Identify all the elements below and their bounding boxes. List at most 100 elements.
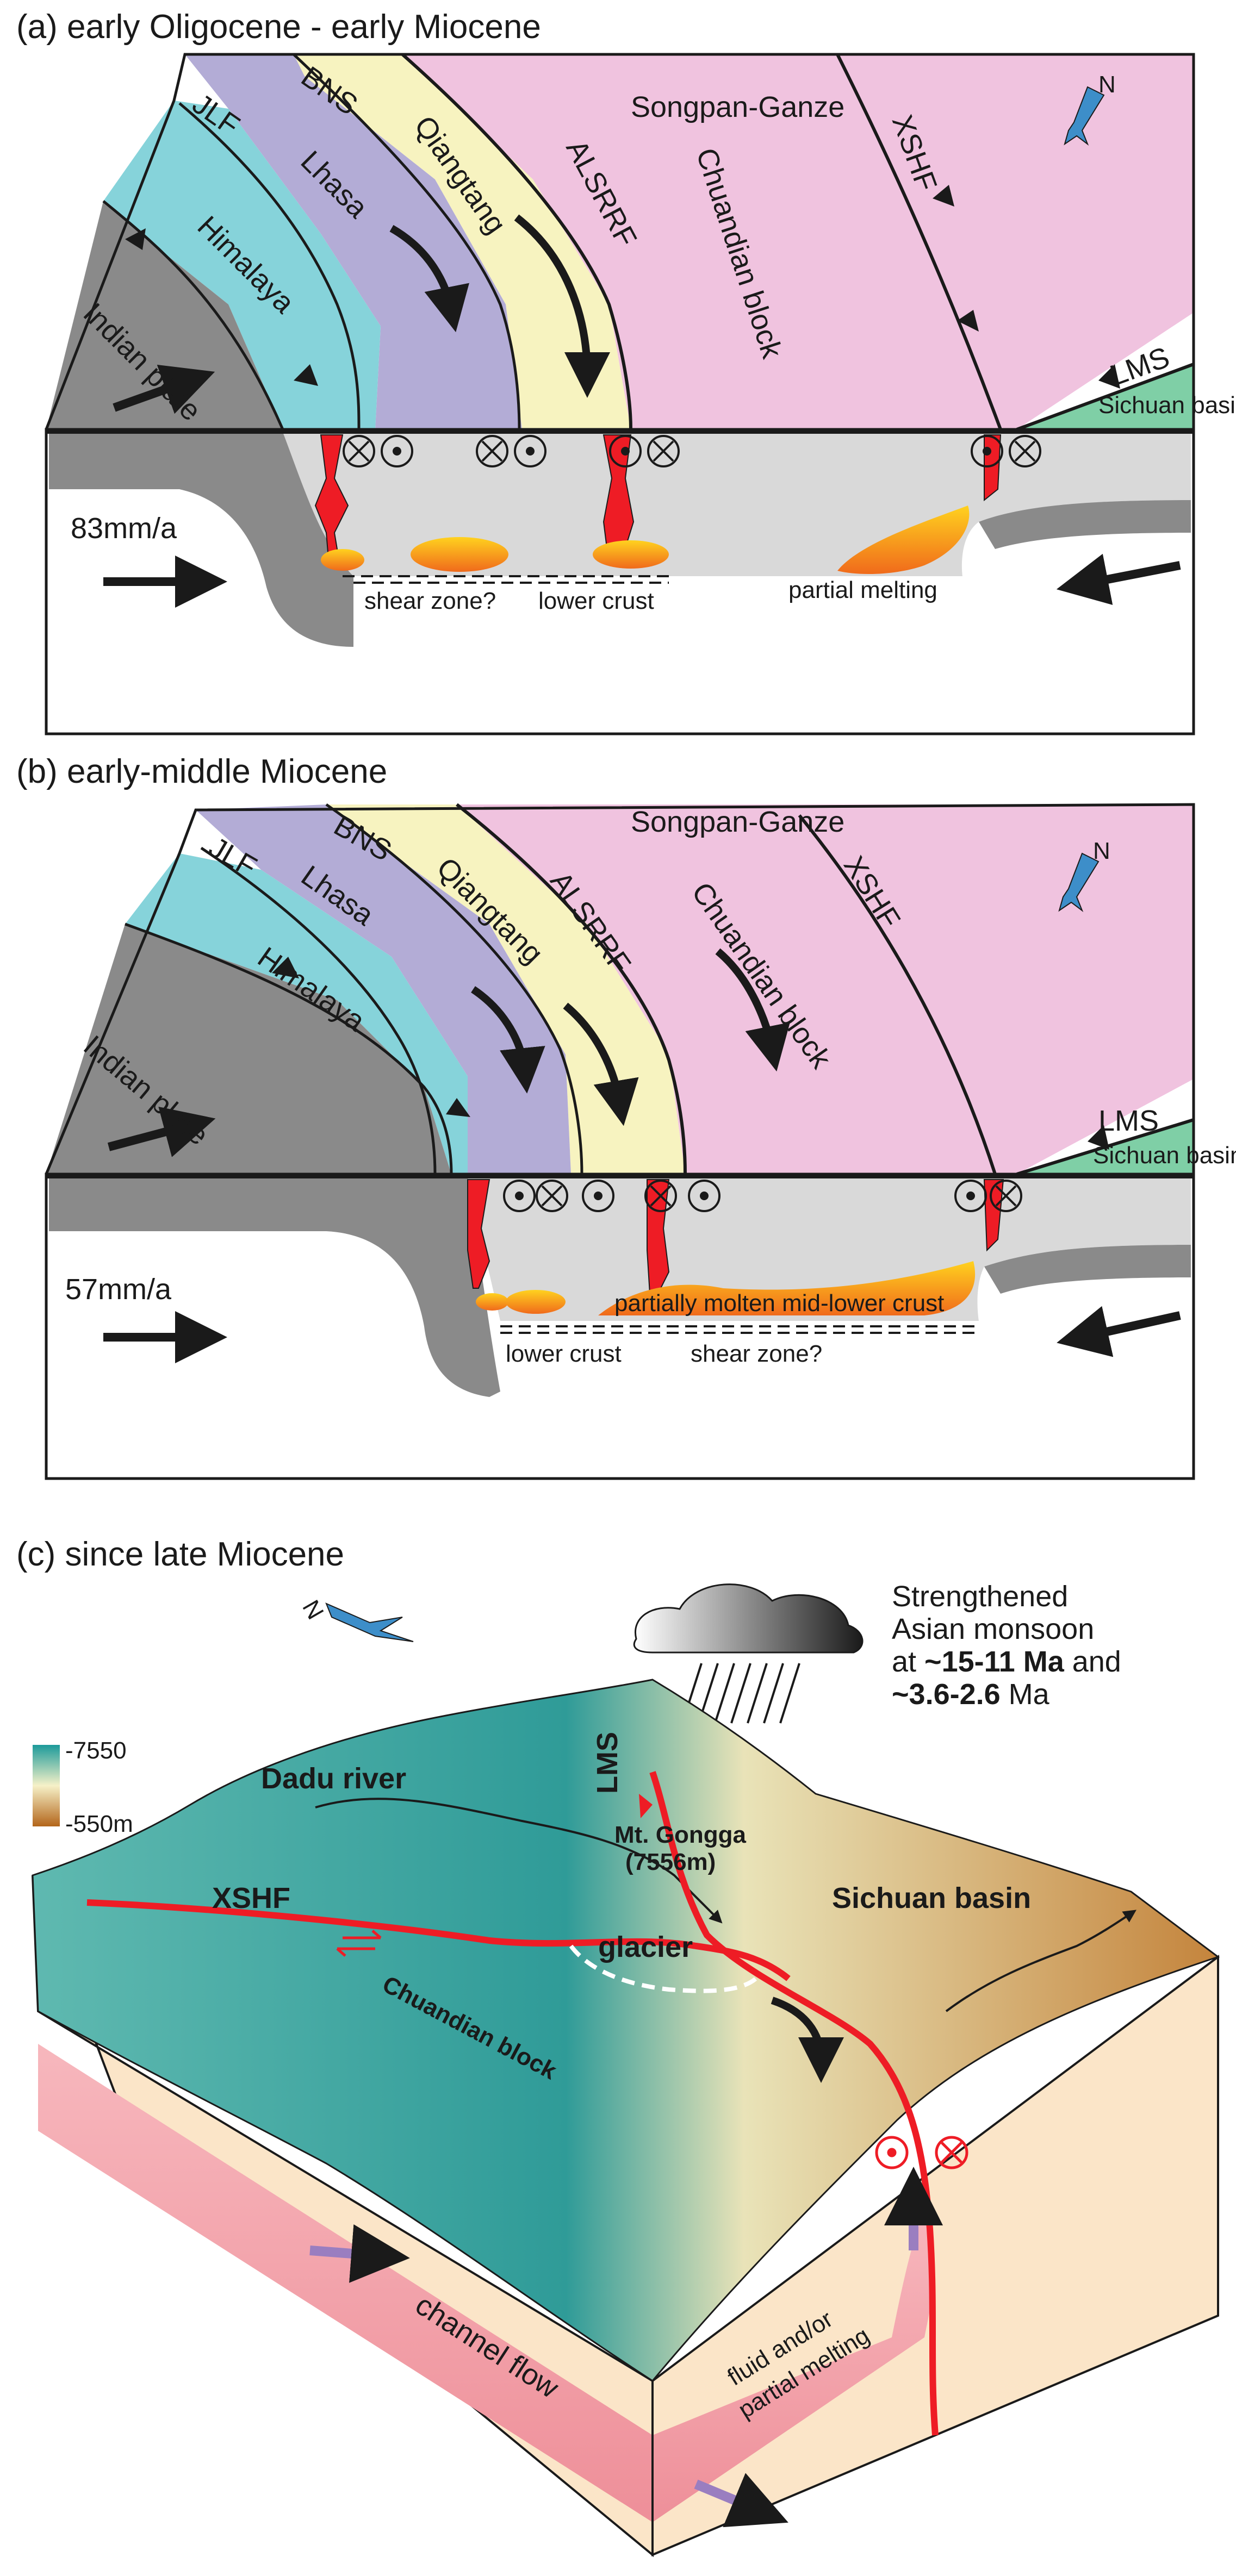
rotation-arrow-b-1: [471, 986, 545, 1094]
molten-label-b: partially molten mid-lower crust: [614, 1290, 944, 1317]
thrust-tooth-b-3: [1088, 1125, 1109, 1150]
channel-flow-arrow: [309, 2224, 410, 2283]
rain-cloud-icon: [633, 1583, 864, 1654]
convergence-arrow-right-a: [1056, 553, 1181, 605]
himalaya-region: [103, 101, 381, 429]
convergence-arrow-right-b: [1057, 1306, 1181, 1357]
dextral-slip-icon: [336, 1930, 382, 1957]
terrain-surface: [32, 1679, 1220, 2382]
legend-low-label: -550m: [65, 1811, 133, 1837]
melt-body-b-3: [598, 1261, 976, 1315]
strike-slip-symbols-b: [503, 1180, 1022, 1212]
panel-a-indian-slab: [49, 432, 353, 647]
north-label-b: N: [1093, 838, 1110, 864]
lms-thrust-tooth: [639, 1794, 653, 1818]
lhasa-region-b: [196, 804, 571, 1174]
melt-body-b-1: [476, 1293, 508, 1311]
songpan-label-b: Songpan-Ganze: [631, 806, 844, 838]
north-arrow-icon-b: [1058, 852, 1100, 912]
elevation-legend-bar: [33, 1745, 60, 1826]
bns-fault-b: [325, 803, 583, 1175]
thrust-tooth-2: [294, 364, 318, 386]
legend-high-label: -7550: [65, 1737, 127, 1764]
channel-flow-layer-left: [38, 2044, 653, 2522]
himalaya-region-b: [125, 853, 468, 1174]
panel-c: (c) since late Miocene N Strengthened As…: [16, 1536, 1220, 2558]
sichuan-label-c: Sichuan basin: [832, 1882, 1031, 1914]
lms-fault: [1016, 363, 1195, 431]
thrust-tooth-1: [125, 228, 146, 250]
monsoon-line-3: at ~15-11 Ma and: [892, 1645, 1121, 1678]
melt-body-a-3: [593, 540, 669, 569]
melt-body-b-2: [506, 1290, 566, 1314]
monsoon-line-4: ~3.6-2.6 Ma: [892, 1678, 1050, 1711]
songpan-ganze-region: [402, 54, 1194, 429]
lower-crust-label-a: lower crust: [538, 588, 654, 614]
shear-zone-label-b: shear zone?: [691, 1340, 822, 1367]
north-label-a: N: [1098, 71, 1116, 98]
rotation-arrow-b-3: [715, 948, 790, 1072]
xshf-fault-b: [798, 814, 997, 1175]
xshf-label-c: XSHF: [212, 1882, 290, 1914]
thrust-tooth-5: [1098, 364, 1120, 389]
river-east: [945, 1910, 1136, 2012]
lower-crust-label-b: lower crust: [506, 1340, 622, 1367]
rotation-arrow-1: [389, 224, 469, 333]
songpan-ganze-region-b: [457, 804, 1194, 1174]
panel-a-title: (a) early Oligocene - early Miocene: [16, 8, 541, 46]
lms-label-b: LMS: [1098, 1105, 1159, 1137]
melt-body-a-2: [411, 537, 508, 572]
thrust-tooth-b-1: [272, 957, 299, 978]
sichuan-label-b: Sichuan basin: [1093, 1142, 1236, 1169]
jlf-fault-b: [200, 846, 437, 1175]
rate-label-b: 57mm/a: [65, 1273, 172, 1306]
lms-red-fault: [649, 1771, 939, 2436]
north-arrow-icon: [1064, 86, 1105, 146]
rate-label-a: 83mm/a: [71, 512, 177, 545]
glacier-label: glacier: [598, 1931, 693, 1963]
north-label-c: N: [297, 1596, 328, 1624]
panel-b-indian-slab: [49, 1177, 500, 1397]
melt-body-a-4: [837, 506, 970, 574]
shear-zone-label-a: shear zone?: [364, 588, 496, 614]
panel-c-title: (c) since late Miocene: [16, 1536, 344, 1573]
panel-b-title: (b) early-middle Miocene: [16, 753, 387, 790]
panel-a: (a) early Oligocene - early Miocene: [16, 8, 1236, 735]
monsoon-line-1: Strengthened: [892, 1580, 1068, 1613]
dadu-river-label: Dadu river: [261, 1762, 406, 1795]
intrusion-b-3: [983, 1179, 1004, 1252]
channel-flow-arrow-2: [694, 2473, 788, 2528]
alsrrf-fault: [401, 53, 632, 430]
panel-b-right-mantle: [984, 1245, 1191, 1294]
indian-plate-arrow-a: [113, 364, 215, 414]
partial-melting-label-a: partial melting: [788, 577, 937, 603]
thrust-tooth-3: [933, 185, 954, 207]
sichuan-label-a: Sichuan basin: [1098, 392, 1236, 419]
panel-a-right-mantle: [979, 500, 1191, 549]
gongga-elev-label: (7556m): [625, 1849, 716, 1875]
alsrrf-fault-b: [456, 803, 687, 1175]
rotation-arrow-c: [771, 1997, 844, 2083]
glacier-outline: [569, 1944, 757, 1993]
thrust-tooth-4: [957, 310, 979, 332]
himalaya-thrust-b: [125, 922, 453, 1175]
gongga-label: Mt. Gongga: [614, 1822, 746, 1848]
rotation-arrow-b-2: [563, 1002, 639, 1126]
channel-flow-layer-right: [653, 2212, 935, 2522]
strike-slip-symbols-a: [343, 435, 1041, 467]
monsoon-line-2: Asian monsoon: [892, 1613, 1094, 1645]
panel-b-top-edge: [45, 803, 1195, 1175]
indian-plate-top-b: [46, 924, 451, 1174]
xshf-fault: [836, 53, 1002, 431]
lhasa-region: [185, 54, 522, 429]
indian-plate-top: [46, 201, 283, 429]
lms-label-c: LMS: [591, 1732, 624, 1794]
panel-a-top-edge: [45, 53, 1195, 430]
bns-fault: [293, 53, 521, 430]
songpan-label-a: Songpan-Ganze: [631, 91, 844, 123]
jlf-fault: [178, 102, 361, 430]
intrusion-b-1: [467, 1179, 490, 1289]
rotation-arrow-2: [514, 214, 610, 398]
panel-a-crust-layer: [283, 432, 1191, 576]
